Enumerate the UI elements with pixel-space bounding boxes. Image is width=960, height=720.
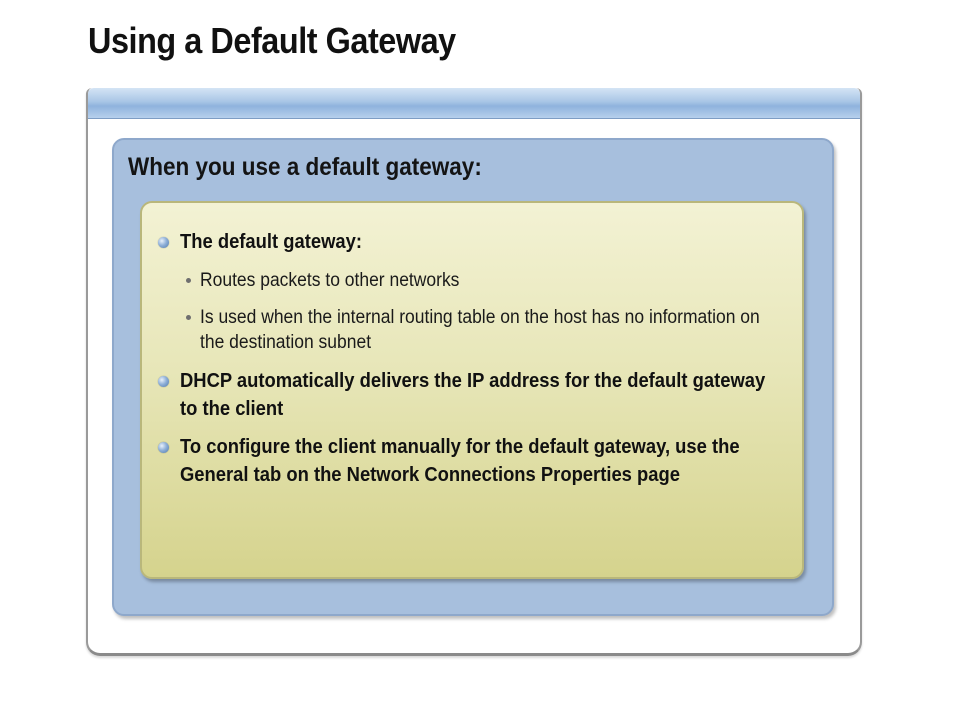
- bullet-text: DHCP automatically delivers the IP addre…: [180, 370, 766, 420]
- sub-bullet-item: Is used when the internal routing table …: [180, 305, 798, 355]
- frame-title-bar: [88, 88, 860, 119]
- bullet-list: The default gateway: Routes packets to o…: [158, 228, 798, 499]
- bullet-item-manual-config: To configure the client manually for the…: [158, 433, 798, 489]
- sub-bullet-text: Routes packets to other networks: [200, 270, 460, 291]
- disc-bullet-icon: [158, 237, 169, 248]
- bullet-item-default-gateway: The default gateway: Routes packets to o…: [158, 228, 798, 355]
- disc-bullet-icon: [158, 376, 169, 387]
- dot-bullet-icon: [186, 278, 191, 283]
- sub-bullet-text: Is used when the internal routing table …: [200, 307, 760, 353]
- dot-bullet-icon: [186, 315, 191, 320]
- sub-bullet-list: Routes packets to other networks Is used…: [180, 268, 798, 355]
- bullet-text: To configure the client manually for the…: [180, 436, 740, 486]
- bullet-item-dhcp: DHCP automatically delivers the IP addre…: [158, 367, 798, 423]
- panel-heading: When you use a default gateway:: [128, 153, 482, 181]
- sub-bullet-item: Routes packets to other networks: [180, 268, 798, 293]
- slide-title: Using a Default Gateway: [88, 20, 456, 61]
- bullet-box: [140, 201, 804, 579]
- bullet-text: The default gateway:: [180, 231, 362, 253]
- disc-bullet-icon: [158, 442, 169, 453]
